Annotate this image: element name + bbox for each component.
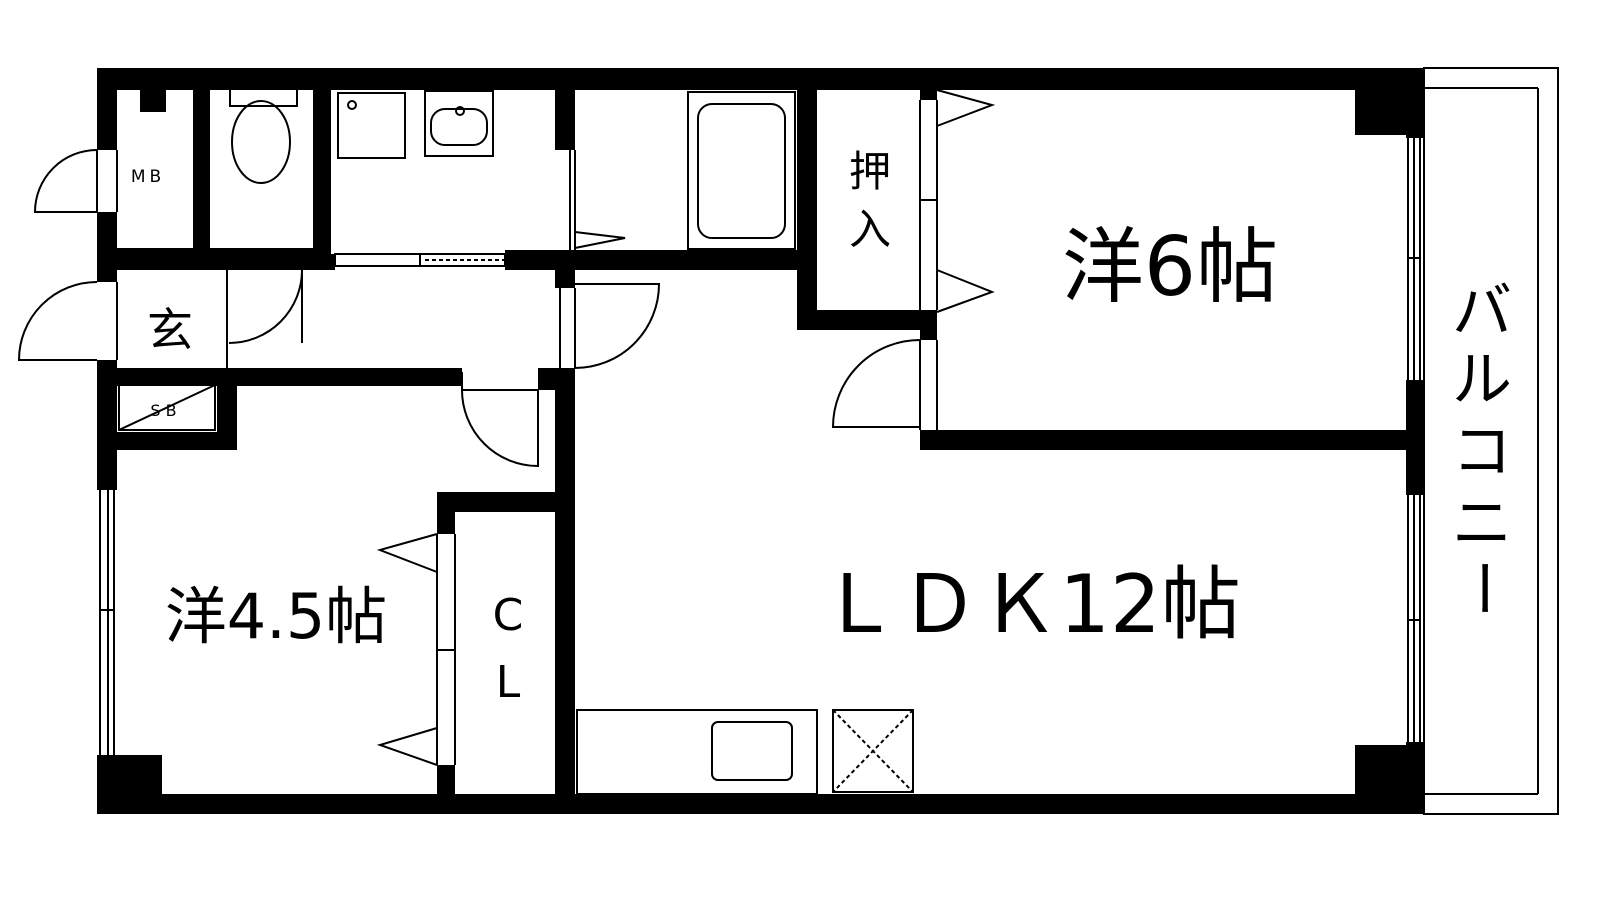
kitchen-counter [576,709,818,795]
labels: MB 玄 SB 押 入 洋6帖 洋4.5帖 C L ＬＤＫ12帖 バ ル コ ニ… [131,147,1517,708]
room-label-oshiire-2: 入 [849,205,891,254]
toilet [229,90,298,107]
wall [920,430,1406,450]
outer-wall-right-top [1406,68,1424,138]
outer-wall-right-mid [1406,380,1424,495]
mb-door-swing [33,149,98,213]
outer-wall-left-top [97,68,117,150]
room-label-cl-2: L [496,657,521,708]
wall [555,368,575,814]
wall [797,90,817,330]
balcony-outline [1423,67,1559,815]
balcony-label-char: ー [1447,558,1517,618]
fridge-space [832,709,914,793]
outer-wall-bottom [97,794,1424,814]
room-label-western-6: 洋6帖 [1062,220,1278,315]
wall [920,90,937,100]
toilet-door-swing [228,269,303,344]
bathtub [687,91,796,250]
room6-door-swing [831,339,921,428]
column-corner [117,755,162,794]
wall [505,250,815,270]
ldk-door-swing [574,283,661,369]
room-label-genkan: 玄 [147,303,193,357]
wall [437,765,455,814]
wall [117,248,330,270]
wall [555,90,575,150]
room-label-sb: SB [150,401,181,420]
walls [97,68,1424,814]
balcony-label-char: ニ [1452,489,1512,559]
outer-wall-left-mid [97,212,117,282]
room-label-cl-1: C [493,590,524,641]
balcony-label-char: ル [1452,345,1512,415]
wall [193,90,210,250]
room-label-oshiire-1: 押 [849,147,891,196]
wall [217,368,237,450]
column-corner [1355,90,1406,135]
room-label-western-45: 洋4.5帖 [165,580,388,653]
outer-wall-left-bottom [97,755,117,814]
bathtub-inner [697,103,786,239]
room-label-mb: MB [131,167,165,187]
outer-wall-right-bottom [1406,742,1424,814]
wall [437,492,575,512]
wall [117,432,237,450]
wash-basin [424,90,494,157]
wall [920,310,937,340]
wall [117,368,462,386]
balcony-label-char: バ [1452,277,1512,347]
washing-machine-space [337,92,406,159]
wall [797,310,937,330]
outer-wall-top [97,68,1424,90]
shoe-box [118,384,216,431]
balcony-label-char: コ [1452,417,1512,487]
room45-door-swing [461,389,539,468]
room-label-ldk: ＬＤＫ12帖 [819,558,1241,651]
thin-lines [17,67,1559,815]
wall [330,254,335,270]
wall [313,90,331,270]
wall [437,492,455,534]
kitchen-sink [711,721,793,781]
column-corner [1355,745,1406,794]
entrance-door-swing [17,281,98,361]
outer-wall-left-mid2 [97,360,117,490]
wall [555,270,575,288]
column-corner [140,90,166,112]
